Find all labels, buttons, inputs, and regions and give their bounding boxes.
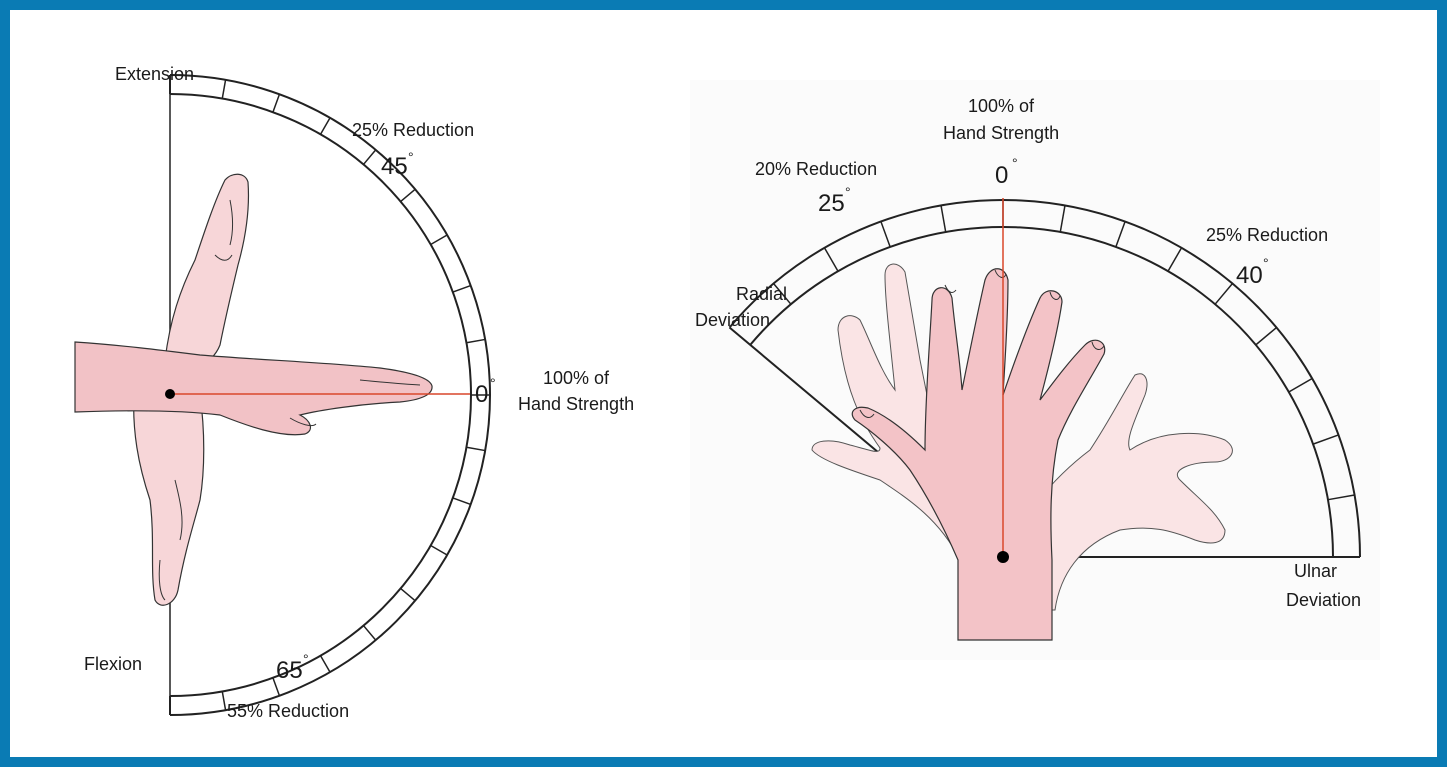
flexion-reduction-label: 55% Reduction [227,701,349,721]
radial-deviation-label-1: Radial [736,284,787,304]
radial-angle-label: 25 [818,190,845,217]
neutral-strength-line1: 100% of [543,368,610,388]
extension-angle-label: 45 [381,153,408,180]
extension-reduction-label: 25% Reduction [352,120,474,140]
ulnar-reduction-label: 25% Reduction [1206,225,1328,245]
ulnar-deviation-label-2: Deviation [1286,590,1361,610]
right-neutral-strength-line1: 100% of [968,96,1035,116]
right-neutral-strength-line2: Hand Strength [943,123,1059,143]
extension-degree-symbol: ° [408,149,414,165]
neutral-angle-label: 0 [475,381,488,408]
radial-deviation-label-2: Deviation [695,310,770,330]
neutral-strength-line2: Hand Strength [518,394,634,414]
right-neutral-angle-label: 0 [995,162,1008,189]
flexion-label: Flexion [84,654,142,674]
extension-label: Extension [115,64,194,84]
ulnar-angle-label: 40 [1236,262,1263,289]
radial-reduction-label: 20% Reduction [755,159,877,179]
left-pivot-point [165,389,175,399]
ulnar-deviation-label-1: Ulnar [1294,561,1337,581]
radial-degree-symbol: ° [845,184,851,200]
right-pivot-point [997,551,1009,563]
flexion-angle-label: 65 [276,657,303,684]
flexion-degree-symbol: ° [303,651,309,667]
neutral-degree-symbol: ° [490,375,496,391]
right-neutral-degree-symbol: ° [1012,155,1018,171]
ulnar-degree-symbol: ° [1263,255,1269,271]
